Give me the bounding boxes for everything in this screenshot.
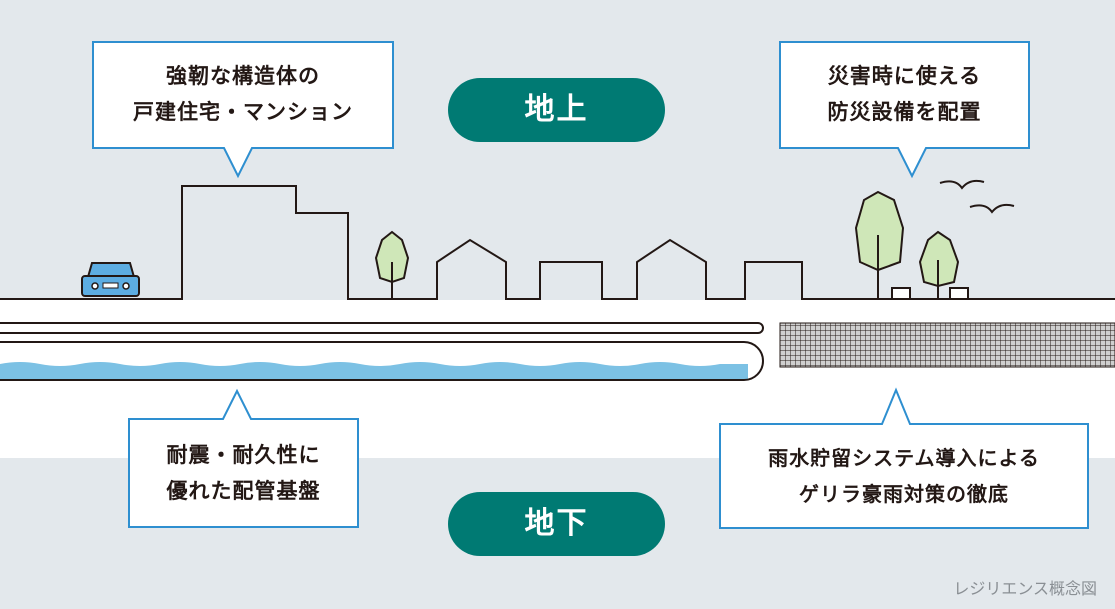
water-pipe-fill <box>0 362 748 380</box>
car-icon <box>81 262 140 297</box>
pipe-upper <box>0 322 764 334</box>
callout-line: ゲリラ豪雨対策の徹底 <box>799 482 1009 506</box>
above-ground-pill <box>448 78 665 142</box>
callout-line: 強靭な構造体の <box>166 64 320 88</box>
tree-icon <box>918 230 960 299</box>
pipe-lower <box>0 341 764 381</box>
callout-line: 災害時に使える <box>827 64 982 88</box>
disaster-equipment-box <box>891 287 911 300</box>
tree-icon <box>374 230 410 299</box>
bird-icon <box>969 203 1015 214</box>
underground-label: 地下 <box>524 506 589 541</box>
callout-piping-text: 耐震・耐久性に 優れた配管基盤 <box>129 437 358 509</box>
bird-icon <box>939 179 985 190</box>
underground-pill <box>448 492 665 556</box>
callout-line: 耐震・耐久性に <box>166 443 321 467</box>
skyline <box>0 185 1115 300</box>
tree-icon <box>854 190 905 299</box>
callout-line: 防災設備を配置 <box>827 100 982 124</box>
callout-line: 戸建住宅・マンション <box>133 100 353 124</box>
callout-rainwater-box <box>719 387 1089 529</box>
callout-line: 優れた配管基盤 <box>166 479 321 503</box>
callout-line: 雨水貯留システム導入による <box>768 446 1040 470</box>
rainwater-storage-grid-lines <box>780 323 1115 367</box>
callout-building-text: 強靭な構造体の 戸建住宅・マンション <box>93 58 393 130</box>
above-ground-label: 地上 <box>524 92 589 127</box>
callout-piping-box <box>128 388 359 528</box>
callout-disaster-text: 災害時に使える 防災設備を配置 <box>780 58 1029 130</box>
figure-caption: レジリエンス概念図 <box>953 579 1097 598</box>
callout-building-box <box>92 41 394 179</box>
disaster-equipment-box <box>949 287 969 300</box>
callout-disaster-box <box>779 41 1030 179</box>
callout-rainwater-text: 雨水貯留システム導入による ゲリラ豪雨対策の徹底 <box>720 440 1088 512</box>
